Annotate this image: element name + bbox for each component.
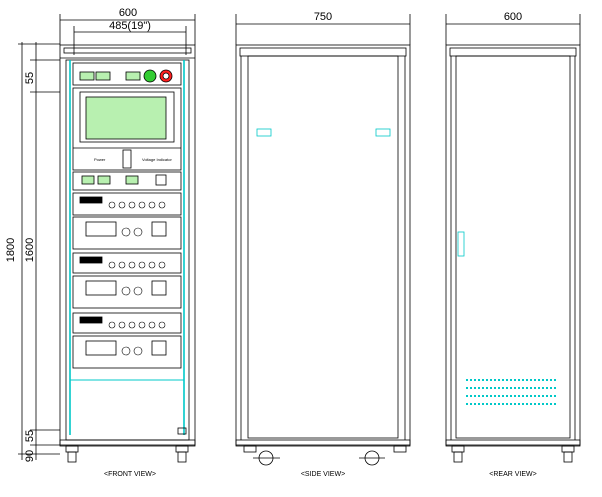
power-label: Power xyxy=(94,157,106,162)
front-height-total: 1800 xyxy=(5,238,17,262)
front-height-inner: 1600 xyxy=(24,238,36,262)
front-height-b1: 55 xyxy=(24,430,36,442)
front-height-b2: 90 xyxy=(24,450,36,462)
front-width-dim: 600 xyxy=(119,7,137,19)
rear-vents xyxy=(466,379,558,405)
rear-width-dim: 600 xyxy=(504,11,522,23)
front-caption: <FRONT VIEW> xyxy=(104,471,156,478)
side-width-dim: 750 xyxy=(314,11,332,23)
side-caption: <SIDE VIEW> xyxy=(301,471,345,478)
front-height-top: 55 xyxy=(24,72,36,84)
voltage-label: Voltage Indicator xyxy=(142,157,172,162)
rear-caption: <REAR VIEW> xyxy=(489,471,536,478)
front-knobs xyxy=(108,201,166,356)
front-view: Power Voltage Indicator xyxy=(18,14,196,463)
side-view xyxy=(235,14,411,466)
front-inner-dim: 485(19") xyxy=(109,20,151,32)
rear-view xyxy=(445,14,581,463)
